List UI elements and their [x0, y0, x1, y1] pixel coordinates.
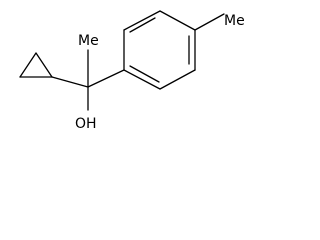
chemical-structure-diagram: Me Me OH	[19, 10, 245, 132]
ring-inner-bond-a	[129, 65, 160, 83]
benzene-ring	[123, 10, 196, 90]
bond-ring-to-para-methyl	[194, 13, 225, 31]
bond-cyclopropyl-top-right	[35, 52, 53, 78]
bond-carbinol-to-ring	[87, 69, 125, 88]
ring-bond-2	[159, 69, 196, 90]
methyl-label-ring: Me	[224, 13, 245, 29]
hydroxyl-label: OH	[75, 116, 97, 132]
ring-bond-1	[123, 69, 161, 90]
methyl-label-top: Me	[78, 33, 99, 49]
ring-bond-4	[159, 10, 196, 31]
cyclopropyl-ring	[19, 52, 53, 78]
ring-bond-5	[123, 10, 161, 31]
bond-cyclopropyl-top-left	[19, 52, 37, 78]
bond-cyclopropyl-to-carbinol	[51, 76, 89, 88]
ring-inner-bond-c	[129, 17, 156, 33]
